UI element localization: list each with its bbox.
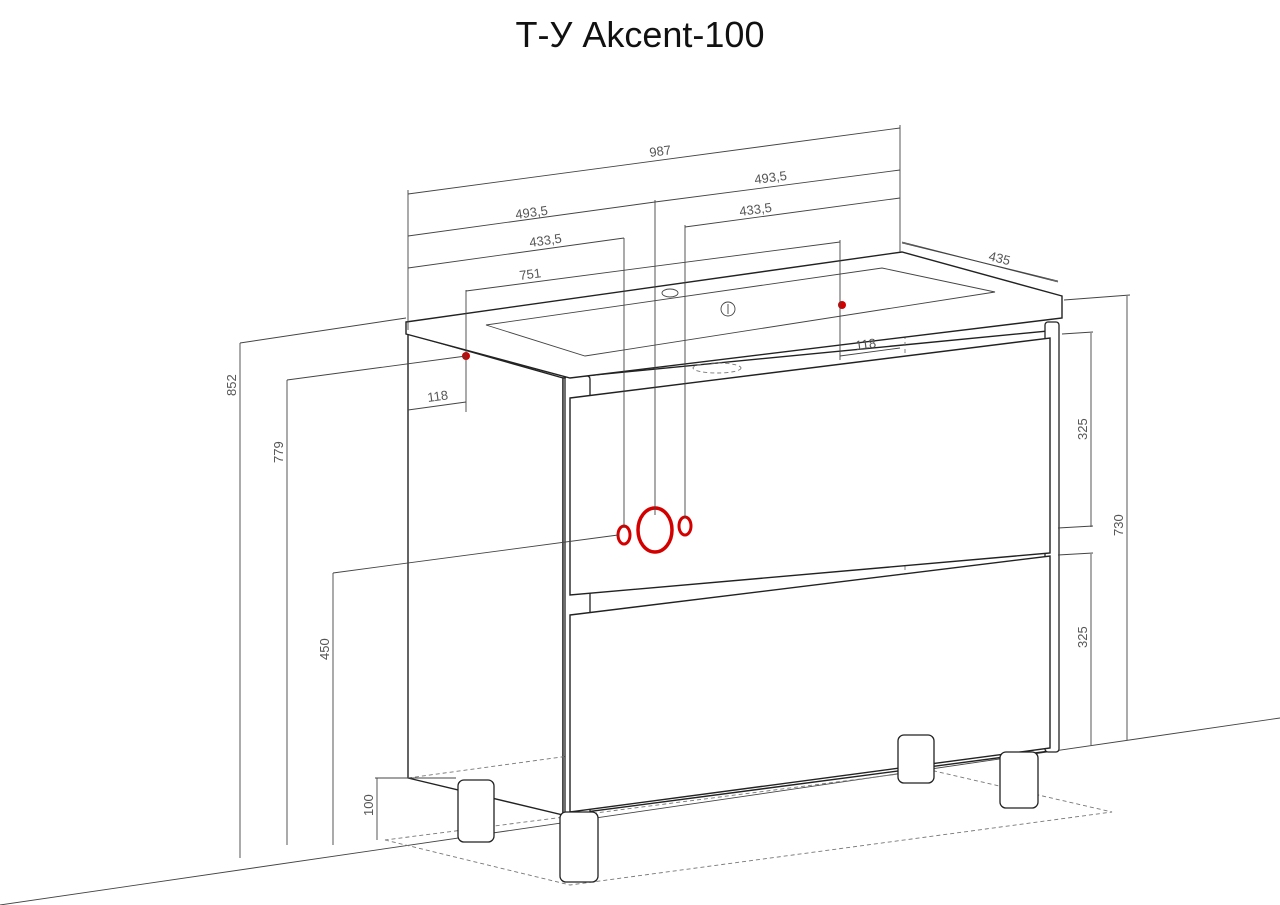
- dim-basin-width: 751: [518, 265, 541, 283]
- dim-drawer-top: 325: [1075, 418, 1090, 440]
- dim-half-width-left: 493,5: [514, 203, 548, 222]
- page-title: Т-У Akcent-100: [515, 14, 765, 55]
- dim-body-height: 730: [1111, 514, 1126, 536]
- dim-inner-right: 433,5: [738, 200, 772, 219]
- legs: [457, 734, 1039, 883]
- dimension-lines: [239, 127, 1128, 858]
- dim-total-height: 852: [224, 374, 239, 396]
- cabinet-side-panel: [407, 333, 564, 816]
- dim-counter-height: 779: [271, 441, 286, 463]
- dim-drawer-bottom: 325: [1075, 626, 1090, 648]
- dim-inner-left: 433,5: [528, 231, 562, 250]
- dim-leg-height: 100: [361, 794, 376, 816]
- extension-lines: [239, 125, 1131, 779]
- dim-total-width: 987: [648, 142, 671, 160]
- dim-offset-right: 118: [854, 335, 877, 353]
- dim-depth: 435: [987, 248, 1012, 268]
- dim-pipe-height: 450: [317, 638, 332, 660]
- floor: [0, 717, 1280, 905]
- dim-offset-left: 118: [426, 387, 449, 405]
- dim-half-width-right: 493,5: [753, 168, 787, 187]
- outlet-marker-right: [838, 301, 846, 309]
- countertop: [405, 251, 1063, 379]
